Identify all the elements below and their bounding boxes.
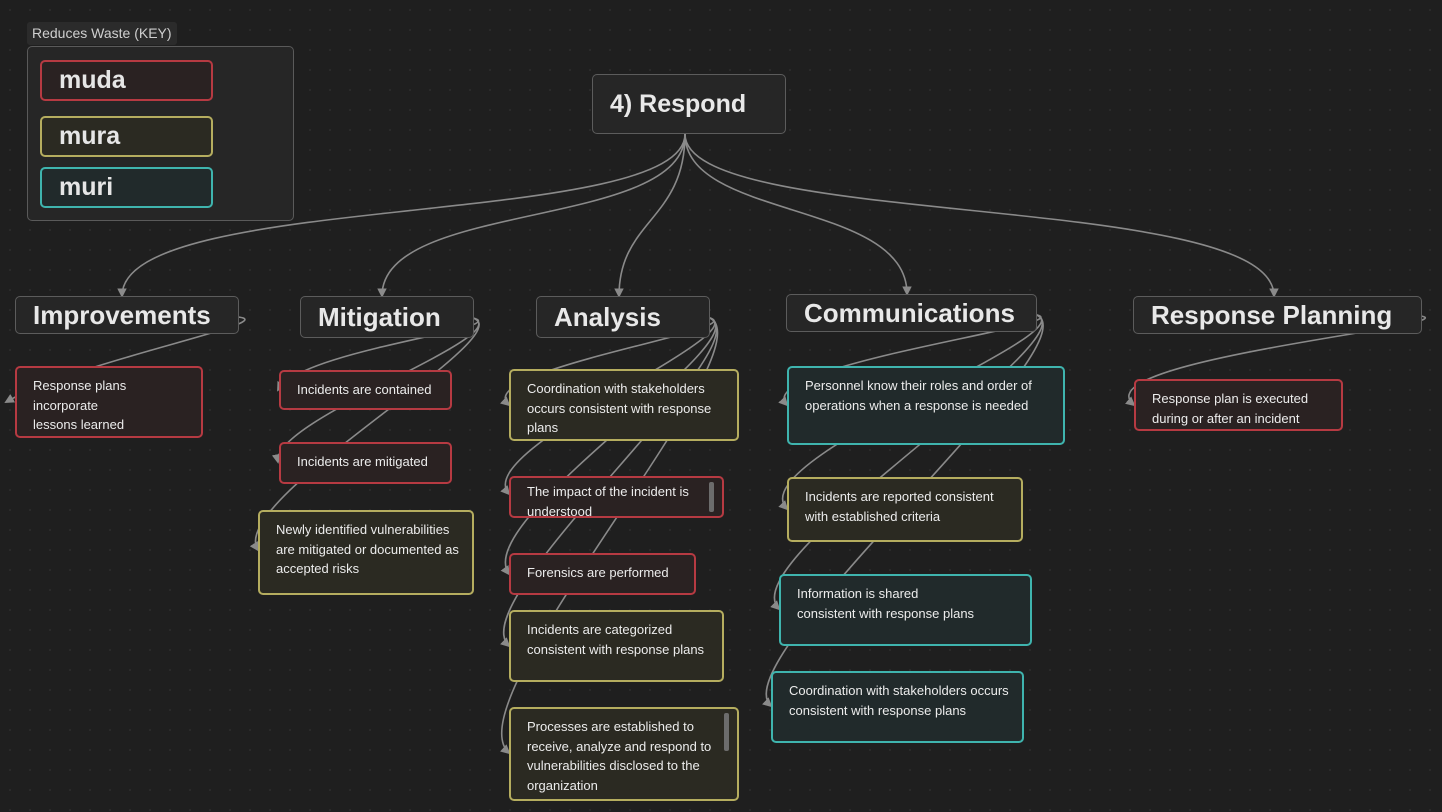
analysis-item-2[interactable]: The impact of the incident is understood bbox=[509, 476, 724, 518]
analysis-item-5-text: Processes are established to receive, an… bbox=[527, 719, 712, 793]
communications-item-1[interactable]: Personnel know their roles and order of … bbox=[787, 366, 1065, 445]
mitigation-item-2[interactable]: Incidents are mitigated bbox=[279, 442, 452, 484]
mitigation-item-1[interactable]: Incidents are contained bbox=[279, 370, 452, 410]
category-improvements[interactable]: Improvements bbox=[15, 296, 239, 334]
communications-item-4[interactable]: Coordination with stakeholders occurs co… bbox=[771, 671, 1024, 743]
analysis-item-2-text: The impact of the incident is understood bbox=[527, 484, 689, 518]
communications-item-3[interactable]: Information is shared consistent with re… bbox=[779, 574, 1032, 646]
analysis-item-5-scrollbar[interactable] bbox=[724, 713, 729, 751]
communications-item-2[interactable]: Incidents are reported consistent with e… bbox=[787, 477, 1023, 542]
key-mura[interactable]: mura bbox=[40, 116, 213, 157]
mitigation-item-3[interactable]: Newly identified vulnerabilities are mit… bbox=[258, 510, 474, 595]
improvements-item-1[interactable]: Response plans incorporate lessons learn… bbox=[15, 366, 203, 438]
category-analysis[interactable]: Analysis bbox=[536, 296, 710, 338]
analysis-item-1[interactable]: Coordination with stakeholders occurs co… bbox=[509, 369, 739, 441]
key-muda[interactable]: muda bbox=[40, 60, 213, 101]
edge-communications-item-3 bbox=[770, 314, 1043, 611]
response-planning-item-1[interactable]: Response plan is executed during or afte… bbox=[1134, 379, 1343, 431]
analysis-item-5[interactable]: Processes are established to receive, an… bbox=[509, 707, 739, 801]
root-node[interactable]: 4) Respond bbox=[592, 74, 786, 134]
category-response-planning[interactable]: Response Planning bbox=[1133, 296, 1422, 334]
key-group-label: Reduces Waste (KEY) bbox=[27, 22, 177, 45]
edge-root-response-planning bbox=[684, 133, 1279, 298]
analysis-item-4[interactable]: Incidents are categorized consistent wit… bbox=[509, 610, 724, 682]
edge-root-communications bbox=[684, 133, 912, 296]
edge-root-mitigation bbox=[377, 133, 686, 298]
edge-analysis-item-3 bbox=[500, 317, 717, 576]
edge-root-analysis bbox=[614, 133, 686, 298]
analysis-item-3[interactable]: Forensics are performed bbox=[509, 553, 696, 595]
analysis-item-2-scrollbar[interactable] bbox=[709, 482, 714, 512]
category-mitigation[interactable]: Mitigation bbox=[300, 296, 474, 338]
category-communications[interactable]: Communications bbox=[786, 294, 1037, 332]
key-muri[interactable]: muri bbox=[40, 167, 213, 208]
